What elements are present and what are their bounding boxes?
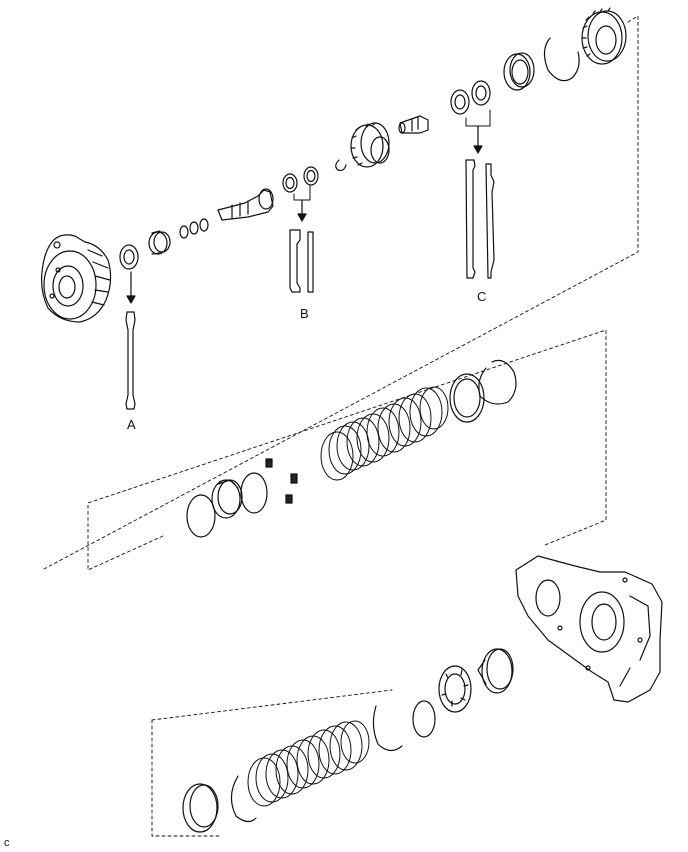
thrust-washers-b: [282, 166, 319, 193]
input-shaft: [217, 188, 274, 221]
transmission-case: [515, 555, 663, 703]
large-gear: [581, 7, 627, 65]
lower-one-way-clutch: [477, 648, 514, 694]
thrust-washers-c: [450, 80, 491, 115]
intermediate-shaft: [398, 115, 429, 134]
middle-pressure-plate: [449, 373, 485, 423]
middle-clutch-discs: [320, 386, 449, 481]
lower-piston-ring: [182, 783, 219, 833]
arrow-b-head: [297, 213, 307, 222]
bearing: [148, 230, 171, 255]
middle-outer-ring: [186, 494, 216, 538]
lower-outer-snap-ring: [230, 775, 257, 823]
callout-label-b: B: [300, 306, 309, 321]
lower-snap-ring-small: [412, 700, 436, 738]
middle-snap-ring: [478, 359, 517, 405]
pump-seal-ring: [119, 244, 139, 270]
lower-clutch-discs: [247, 720, 370, 807]
arrow-c-head: [473, 145, 483, 154]
dashed-guide-lines: [43, 15, 639, 837]
oil-pump-housing: [41, 234, 112, 323]
section-a-profile: [125, 311, 136, 410]
callout-label-c: C: [477, 289, 487, 304]
middle-piston: [211, 479, 243, 519]
lower-reaction-plate: [438, 665, 472, 713]
middle-seal-ring: [240, 472, 268, 514]
snap-ring-large: [543, 37, 580, 82]
lower-snap-ring-open: [372, 705, 403, 752]
seal-rings-small: [179, 218, 209, 239]
section-b-profiles: [289, 229, 314, 293]
snap-ring-small: [335, 159, 347, 172]
arrow-a-head: [126, 295, 136, 304]
callout-label-a: A: [127, 417, 136, 432]
figure-code: c: [4, 837, 10, 849]
gear-drum: [350, 122, 390, 168]
section-c-profiles: [465, 159, 495, 279]
middle-springs: [265, 458, 298, 504]
ring-hub: [503, 52, 535, 91]
